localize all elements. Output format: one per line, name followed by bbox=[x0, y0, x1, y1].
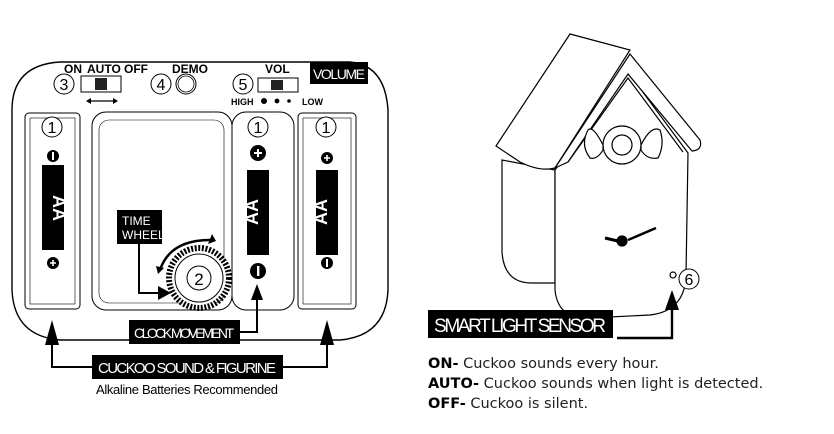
vol-label: VOL bbox=[265, 62, 290, 76]
callout-4-label: 4 bbox=[157, 77, 166, 94]
switch-label-auto: AUTO bbox=[87, 62, 121, 76]
callout-4 bbox=[150, 73, 172, 95]
callout-5 bbox=[232, 73, 254, 95]
legend-desc: Cuckoo is silent. bbox=[465, 396, 589, 412]
callout-1b-label: 1 bbox=[254, 120, 263, 137]
battery-slot-3: AA bbox=[297, 112, 357, 310]
volume-switch[interactable] bbox=[257, 77, 299, 93]
callout-1b bbox=[247, 116, 269, 138]
time-wheel-tag-bg bbox=[117, 210, 162, 244]
mode-switch[interactable] bbox=[80, 75, 122, 104]
battery-note: Alkaline Batteries Recommended bbox=[96, 382, 278, 397]
legend-item-off: OFF- Cuckoo is silent. bbox=[428, 394, 763, 414]
legend-desc: Cuckoo sounds every hour. bbox=[458, 356, 659, 372]
cuckoo-tag-bg bbox=[92, 355, 283, 379]
battery-aa-label: AA bbox=[49, 195, 69, 221]
cuckoo-tag: CUCKOO SOUND & FIGURINE bbox=[98, 360, 276, 377]
demo-button[interactable] bbox=[175, 73, 197, 95]
time-wheel[interactable] bbox=[166, 245, 232, 311]
battery-box bbox=[11, 61, 389, 341]
volume-tag-bg bbox=[310, 62, 368, 84]
rotate-arrow-icon bbox=[158, 238, 211, 271]
time-wheel-tag-1: TIME bbox=[122, 214, 151, 228]
demo-label: DEMO bbox=[172, 62, 208, 76]
switch-label-off: OFF bbox=[124, 62, 148, 76]
battery-slot-2: AA bbox=[231, 111, 295, 311]
vol-low-label: LOW bbox=[302, 97, 323, 107]
legend-item-auto: AUTO- Cuckoo sounds when light is detect… bbox=[428, 374, 763, 394]
legend-key: AUTO- bbox=[428, 376, 480, 392]
battery-aa-label: AA bbox=[311, 199, 331, 225]
callout-1c-label: 1 bbox=[322, 120, 331, 137]
legend-item-on: ON- Cuckoo sounds every hour. bbox=[428, 354, 763, 374]
clock-movement-tag: CLOCK MOVEMENT bbox=[134, 325, 234, 341]
callout-6-label: 6 bbox=[685, 272, 694, 289]
legend-key: OFF- bbox=[428, 396, 466, 412]
mode-legend: ON- Cuckoo sounds every hour. AUTO- Cuck… bbox=[428, 354, 763, 414]
legend-desc: Cuckoo sounds when light is detected. bbox=[479, 376, 764, 392]
callout-2-label: 2 bbox=[194, 270, 203, 289]
sensor-tag-bg bbox=[428, 310, 613, 338]
cuckoo-clock-illustration bbox=[495, 33, 702, 319]
clock-movement-tag-bg bbox=[129, 320, 240, 344]
battery-slot-1: AA bbox=[24, 112, 81, 310]
callout-5-label: 5 bbox=[239, 77, 248, 94]
sensor-tag: SMART LIGHT SENSOR bbox=[434, 316, 606, 337]
time-wheel-tag-2: WHEEL bbox=[122, 228, 165, 242]
callout-1c bbox=[315, 116, 337, 138]
volume-tag: VOLUME bbox=[313, 66, 365, 82]
callout-3 bbox=[53, 73, 75, 95]
vol-high-label: HIGH bbox=[231, 97, 254, 107]
switch-label-on: ON bbox=[64, 62, 82, 76]
callout-6 bbox=[678, 268, 700, 290]
callout-1a bbox=[41, 116, 63, 138]
volume-dots bbox=[261, 98, 291, 104]
callout-3-label: 3 bbox=[60, 77, 69, 94]
battery-aa-label: AA bbox=[242, 199, 262, 225]
callout-1a-label: 1 bbox=[48, 120, 57, 137]
legend-key: ON- bbox=[428, 356, 459, 372]
